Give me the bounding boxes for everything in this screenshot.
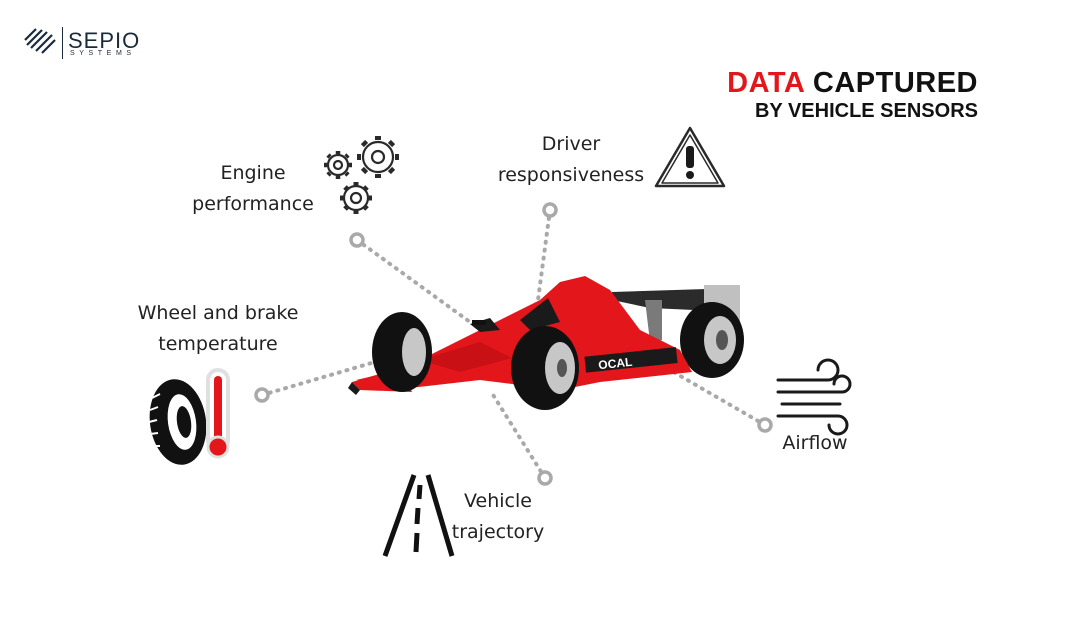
label-driver-responsiveness: Driver responsiveness [496, 129, 646, 191]
label-wheel-line1: Wheel and brake [137, 302, 299, 324]
f1-race-car: OCAL [348, 276, 744, 410]
label-engine-line2: performance [192, 193, 314, 215]
label-airflow: Airflow [782, 432, 848, 454]
connector-airflow [668, 368, 767, 427]
warning-triangle-icon [654, 126, 726, 188]
gears-icon [324, 136, 399, 214]
road-icon [382, 474, 455, 557]
page-title: DATA CAPTURED BY VEHICLE SENSORS [727, 68, 978, 124]
endpoint-wheel [254, 387, 270, 403]
label-wheel-brake-temperature: Wheel and brake temperature [128, 298, 308, 360]
label-trajectory-line2: trajectory [451, 521, 545, 543]
label-wheel-line2: temperature [158, 333, 278, 355]
label-driver-line1: Driver [541, 133, 601, 155]
title-accent: DATA [727, 67, 805, 99]
connector-driver [536, 208, 552, 302]
title-rest: CAPTURED [812, 67, 978, 99]
title-line2: BY VEHICLE SENSORS [754, 100, 978, 122]
connector-wheel [260, 360, 377, 397]
logo-divider [62, 27, 63, 59]
connector-trajectory [488, 388, 547, 480]
tire-thermometer-icon [148, 368, 230, 465]
label-vehicle-trajectory: Vehicle trajectory [448, 486, 548, 548]
connectors [260, 208, 767, 480]
endpoint-trajectory [537, 470, 553, 486]
endpoint-driver [542, 202, 558, 218]
brand-subtitle: SYSTEMS [70, 50, 136, 57]
label-engine-line1: Engine [220, 162, 286, 184]
endpoint-airflow [757, 417, 773, 433]
label-driver-line2: responsiveness [497, 164, 645, 186]
endpoint-engine [349, 232, 365, 248]
connector-endpoints [254, 202, 773, 486]
label-engine-performance: Engine performance [190, 158, 316, 220]
car-livery-text: OCAL [598, 355, 633, 372]
brand-name: SEPIO [68, 28, 141, 53]
wind-icon [776, 358, 852, 436]
label-trajectory-line1: Vehicle [464, 490, 532, 512]
connector-engine [355, 238, 472, 324]
